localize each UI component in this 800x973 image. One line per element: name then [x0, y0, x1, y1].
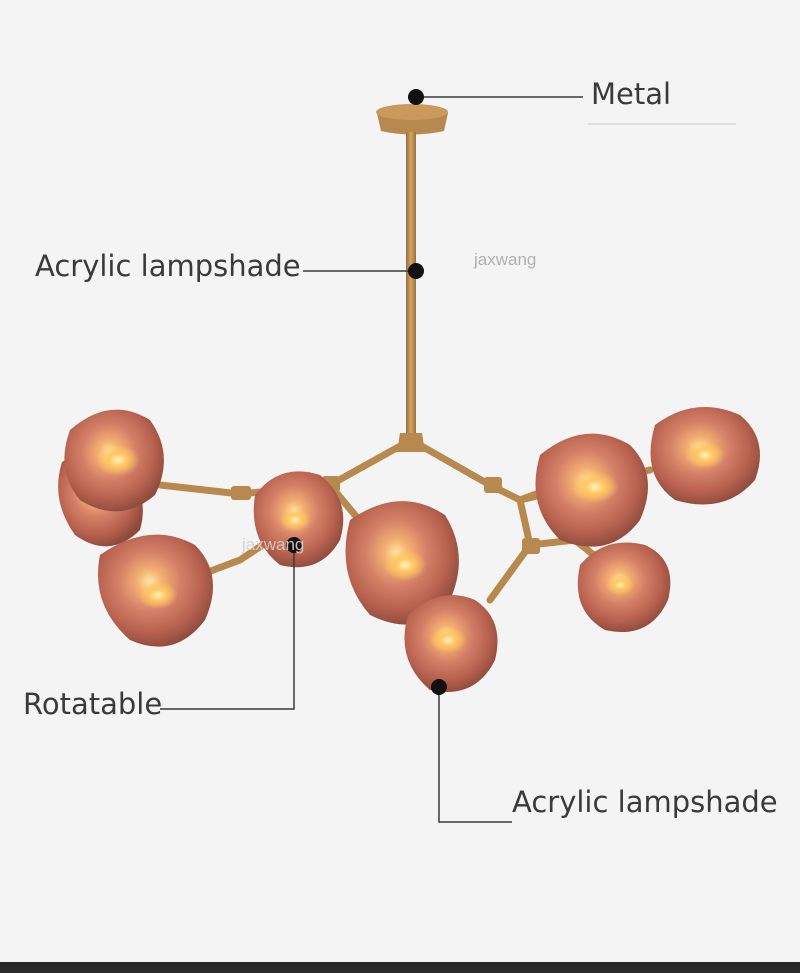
callout-lines [160, 96, 583, 823]
watermark-secondary: jaxwang [242, 535, 305, 554]
downrod [406, 132, 416, 440]
callout-acrylic-lampshade-top: Acrylic lampshade [35, 249, 301, 283]
acrylic-globes [58, 407, 760, 692]
callout-dots [286, 89, 447, 695]
callout-acrylic-lampshade-bottom: Acrylic lampshade [512, 785, 778, 819]
canopy-top [376, 104, 448, 120]
watermark-primary: jaxwang [474, 250, 537, 269]
callout-rotatable: Rotatable [23, 687, 163, 721]
bottom-border [0, 962, 800, 973]
callout-metal: Metal [591, 77, 672, 111]
